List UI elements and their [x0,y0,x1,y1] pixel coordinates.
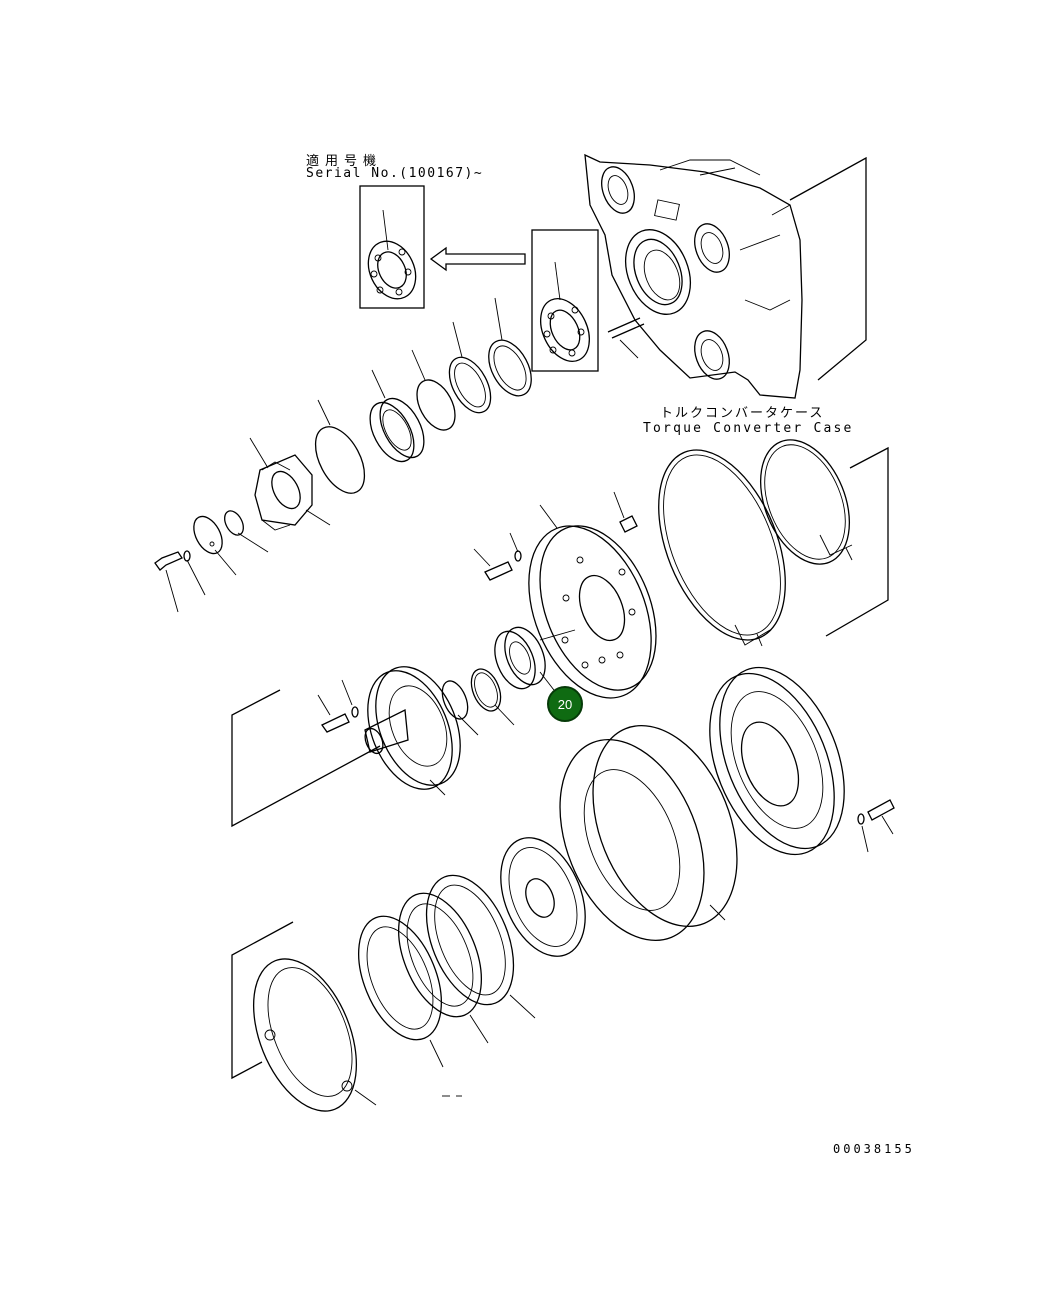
part-callout-20[interactable]: 20 [547,686,583,722]
lower-clutch-assembly [231,666,895,1112]
applicability-label-jp: 適用号機 [306,154,383,169]
torque-converter-case [584,153,867,399]
applicability-inset-box [359,185,425,309]
torque-converter-case-label-jp: トルクコンバータケース [660,406,825,421]
upper-exploded-parts [154,297,532,613]
applicability-serial-label: Serial No.(100167)~ [306,166,484,181]
bearing-inset-box [531,229,599,372]
replacement-arrow [429,246,526,272]
document-number: 00038155 [833,1142,915,1156]
middle-flange-assembly [231,439,889,828]
torque-converter-case-label-en: Torque Converter Case [643,421,854,436]
